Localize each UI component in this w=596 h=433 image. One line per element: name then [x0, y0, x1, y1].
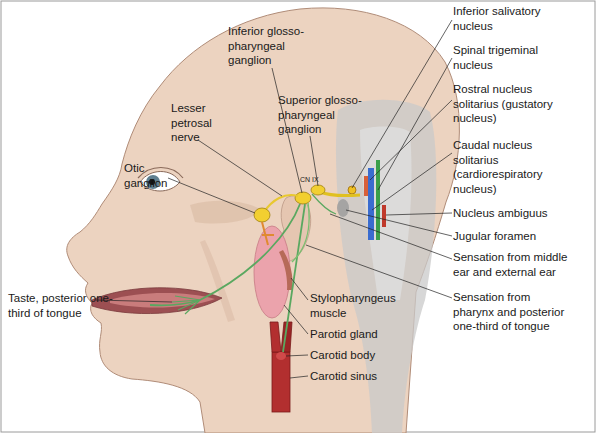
part-label: Superior glosso- pharyngeal ganglion	[278, 93, 370, 137]
part-label: Nucleus ambiguus	[453, 206, 588, 221]
lingual-branch	[150, 204, 300, 305]
leader-line	[346, 210, 452, 236]
leader-line	[370, 100, 452, 180]
part-label: Taste, posterior one-third of tongue	[8, 291, 113, 320]
parotid-gland	[254, 226, 290, 318]
leader-line	[372, 153, 452, 210]
part-label: Caudal nucleus solitarius (cardiorespira…	[453, 138, 553, 196]
part-label: Rostral nucleus solitarius (gustatory nu…	[453, 82, 553, 126]
inferior-ganglion	[295, 192, 311, 204]
internal-carotid	[270, 322, 281, 352]
leader-line	[290, 376, 308, 378]
leader-line	[284, 305, 308, 334]
stylopharyngeus-muscle	[279, 250, 293, 290]
eyelid	[138, 168, 183, 179]
part-label: Jugular foramen	[453, 229, 588, 244]
cn-ix-root	[320, 192, 360, 196]
brain-stem	[336, 100, 436, 433]
mandible	[200, 240, 235, 322]
carotid-branch	[283, 204, 305, 352]
leader-line	[386, 213, 452, 215]
leader-line	[168, 178, 255, 213]
lesser-petrosal-nerve	[264, 195, 298, 212]
leader-lines	[96, 20, 452, 378]
pharyngeal-branch	[292, 203, 309, 262]
part-label: Stylopharyngeus muscle	[310, 291, 405, 320]
carotid-artery	[272, 352, 290, 412]
part-label: Carotid sinus	[310, 369, 430, 384]
part-label: Sensation from middle ear and external e…	[453, 250, 578, 279]
leader-line	[306, 245, 452, 298]
superior-ganglion	[311, 185, 325, 195]
part-label: Otic ganglion	[124, 161, 174, 190]
jugular-foramen	[337, 199, 349, 217]
leader-line	[286, 355, 308, 356]
leader-line	[352, 20, 452, 188]
part-label: Inferior salivatory nucleus	[453, 4, 578, 33]
part-label: Lesser petrosal nerve	[171, 101, 226, 145]
head-outline	[67, 8, 460, 433]
otic-ganglion	[254, 208, 270, 222]
nucleus-ambiguus	[382, 205, 386, 227]
tympanic-branch	[312, 194, 336, 214]
part-label: Inferior glosso- pharyngeal ganglion	[228, 24, 320, 68]
leader-line	[198, 140, 282, 196]
part-label: Sensation from pharynx and posterior one…	[453, 290, 571, 334]
zygomatic-bone	[190, 201, 262, 224]
leader-line	[330, 214, 452, 259]
gustatory-nucleus	[364, 176, 368, 196]
part-label: Carotid body	[310, 348, 430, 363]
nerve-tag: CN IX	[300, 176, 330, 184]
parotid-branch	[262, 222, 274, 245]
carotid-body	[276, 352, 286, 360]
part-label: Spinal trigeminal nucleus	[453, 43, 578, 72]
leader-line	[378, 58, 452, 190]
taste-fibres	[172, 296, 200, 314]
part-label: Parotid gland	[310, 327, 430, 342]
salivatory-nucleus	[348, 186, 356, 194]
leader-line	[291, 278, 308, 300]
